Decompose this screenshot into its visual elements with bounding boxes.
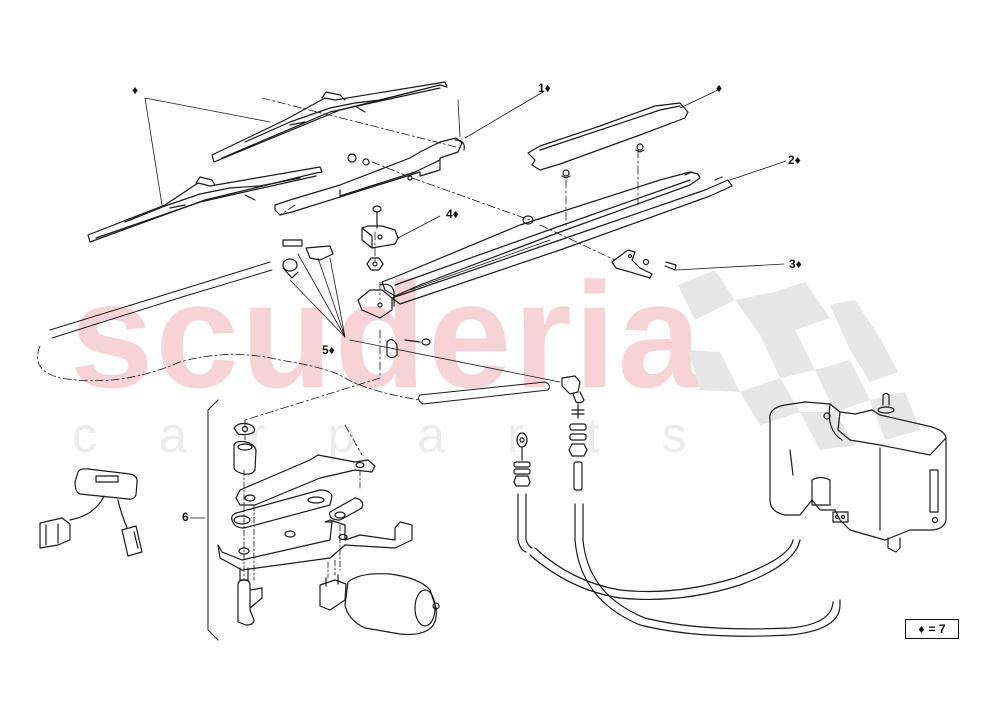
callout-3: 3♦ (789, 257, 802, 271)
legend-box: ♦ = 7 (905, 619, 959, 639)
wiper-arm-2 (381, 171, 733, 305)
callout-5: 5♦ (322, 343, 335, 357)
callout-4: 4♦ (446, 207, 459, 221)
wiper-blade-lower (87, 166, 323, 243)
callout-spoiler: ♦ (716, 81, 723, 95)
wiper-arm-1 (274, 137, 465, 216)
washer-jet-nozzle-left (513, 432, 531, 487)
wiper-blade-upper (211, 81, 448, 163)
relay-module (39, 468, 143, 557)
leader-lines-5 (289, 253, 561, 383)
wiper-motor-assembly-6 (217, 422, 440, 636)
callout-6: 6 (182, 510, 189, 524)
nut-washer-1 (347, 153, 370, 166)
hose-route (37, 345, 421, 401)
hose-clip (386, 338, 431, 359)
spindle-nut (366, 257, 384, 271)
callout-wiper-blades: ♦ (132, 83, 139, 97)
spindle-block (357, 283, 395, 319)
assembly-axis-lines (244, 97, 639, 456)
legend-symbol: ♦ (918, 622, 925, 636)
cap-4 (361, 205, 399, 249)
washer-reservoir (769, 392, 947, 553)
washer-jet-clips (282, 239, 334, 279)
callout-2: 2♦ (788, 153, 801, 167)
washer-jet-nozzle (561, 375, 588, 491)
hose-upper (49, 261, 271, 331)
watermark-brand: scuderia (70, 251, 703, 419)
grommet (522, 215, 534, 225)
legend-value: = 7 (928, 622, 946, 636)
callout-1: 1♦ (538, 81, 551, 95)
hose-lower (418, 381, 550, 405)
group-bracket-6 (207, 399, 219, 641)
washer-hoses (517, 493, 841, 637)
wiper-arm-spoiler (527, 102, 689, 179)
watermark-tagline: carparts (72, 407, 749, 463)
bracket-3 (611, 249, 677, 279)
